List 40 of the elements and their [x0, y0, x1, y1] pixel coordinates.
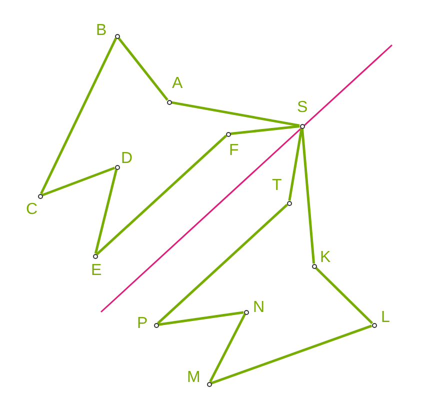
- point-dot: [226, 132, 230, 136]
- point-label: K: [320, 250, 331, 266]
- point-label: A: [172, 76, 183, 92]
- line-segment: [157, 204, 288, 324]
- line-segment: [158, 311, 244, 326]
- point-dot: [38, 194, 42, 198]
- line-segment: [42, 166, 116, 196]
- line-segment: [210, 324, 372, 384]
- point-dot: [206, 382, 212, 386]
- point-label: T: [272, 178, 282, 194]
- point-dot: [244, 310, 248, 314]
- point-dot: [372, 322, 376, 328]
- point-label: D: [121, 151, 133, 167]
- point-dot: [286, 200, 292, 206]
- line-segment: [40, 38, 118, 194]
- point-dot: [154, 322, 158, 328]
- point-dot: [300, 124, 304, 128]
- line-segment: [171, 101, 300, 127]
- line-segment: [288, 128, 303, 201]
- point-label: E: [91, 263, 102, 279]
- point-dot: [114, 34, 120, 38]
- point-label: M: [187, 370, 200, 386]
- line-segment: [300, 128, 316, 264]
- point-label: B: [96, 23, 107, 39]
- point-dot: [166, 100, 172, 104]
- point-label: S: [297, 100, 308, 116]
- point-label: N: [253, 300, 265, 316]
- point-dot: [312, 264, 316, 268]
- point-dot: [114, 164, 120, 170]
- line-segment: [209, 314, 246, 382]
- line-segment: [230, 125, 300, 135]
- point-label: C: [26, 202, 38, 218]
- point-dot: [92, 254, 98, 258]
- line-segment: [118, 37, 168, 101]
- line-segment: [314, 266, 374, 324]
- point-label: P: [137, 316, 148, 332]
- line-segment: [96, 134, 227, 256]
- point-label: L: [381, 310, 390, 326]
- point-label: F: [229, 143, 239, 159]
- line-segment: [94, 169, 118, 254]
